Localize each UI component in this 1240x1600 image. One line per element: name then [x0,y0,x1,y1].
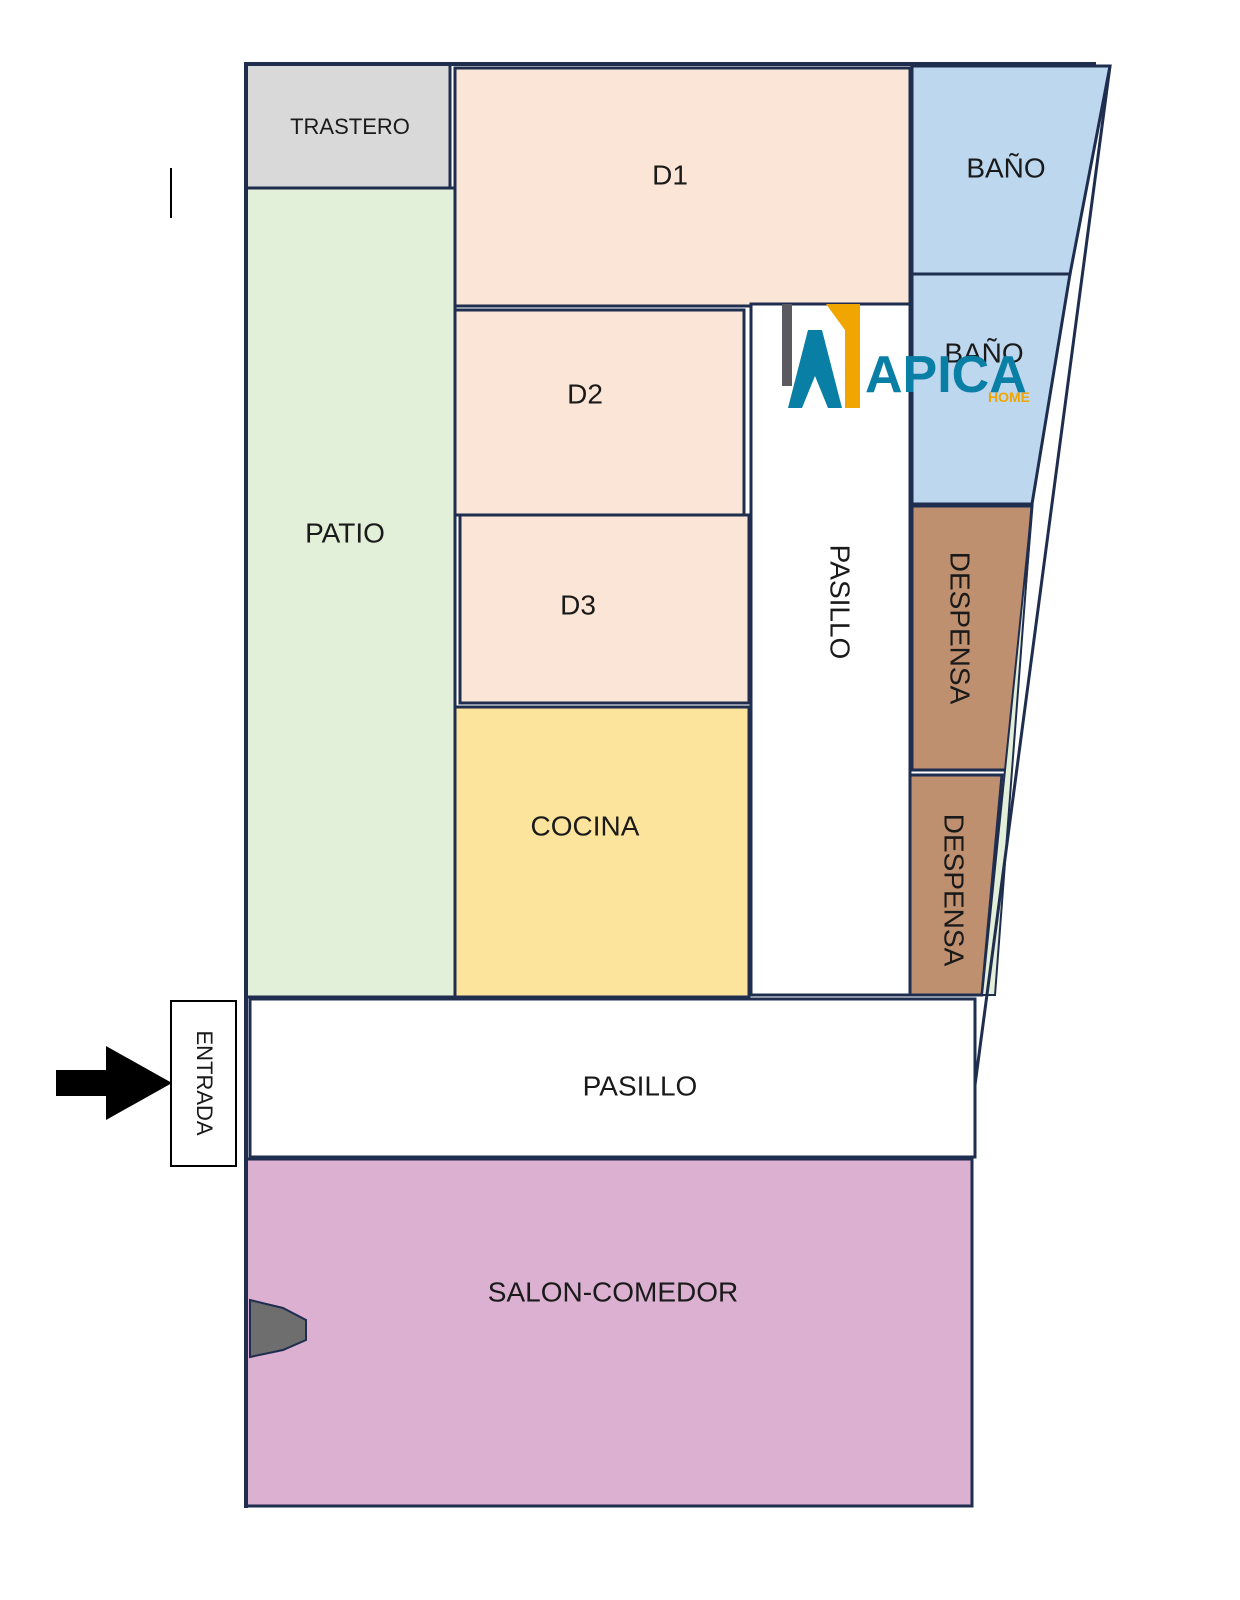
room-salon-comedor: SALON-COMEDOR [244,1157,974,1508]
room-bano-1: BAÑO [910,64,1112,276]
room-d1: D1 [453,66,912,308]
logo-bar-dark [782,304,792,386]
room-d3: D3 [458,513,751,705]
room-patio-label: PATIO [305,517,385,548]
room-d2-label: D2 [567,378,603,409]
fireplace-icon [249,1298,307,1359]
outer-diagonal-wall [973,65,1112,1086]
room-cocina-label: COCINA [531,810,640,841]
room-d2-area [453,308,746,517]
room-patio-area [244,186,457,999]
room-despensa-2: DESPENSA [908,773,1004,997]
room-bano-2: BAÑO [910,272,1072,506]
logo-tower-icon [788,330,842,408]
room-trastero-label: TRASTERO [290,114,410,139]
room-patio: PATIO [244,186,457,999]
room-d1-area [453,66,912,308]
room-pasillo-horizontal: PASILLO [248,997,977,1159]
entrance-arrow-icon [56,1046,172,1120]
room-bano-2-label: BAÑO [944,337,1023,368]
entrance-label: ENTRADA [192,1030,217,1135]
room-pasillo-horizontal-label: PASILLO [583,1070,698,1101]
logo-bar-accent [826,304,860,408]
room-d1-label: D1 [652,159,688,190]
room-d2: D2 [453,308,746,517]
room-d3-area [458,513,751,705]
entrance-box [170,1000,237,1167]
outer-strip [980,273,1071,996]
room-cocina: COCINA [453,705,751,999]
apica-logo: APICA HOME [782,304,1030,408]
logo-name: APICA [865,346,1027,404]
room-pasillo-horizontal-area [248,997,977,1159]
entrance: ENTRADA [170,1000,237,1167]
room-despensa-2-label: DESPENSA [939,814,970,967]
room-despensa-1-label: DESPENSA [945,552,976,705]
room-cocina-area [453,705,751,999]
room-trastero: TRASTERO [244,62,452,190]
room-d3-label: D3 [560,589,596,620]
room-pasillo-vertical-label: PASILLO [825,545,856,660]
logo-sub: HOME [988,389,1030,405]
room-despensa-1: DESPENSA [910,504,1034,772]
room-salon-comedor-label: SALON-COMEDOR [488,1276,738,1307]
room-salon-comedor-area [244,1157,974,1508]
room-bano-1-label: BAÑO [966,152,1045,183]
